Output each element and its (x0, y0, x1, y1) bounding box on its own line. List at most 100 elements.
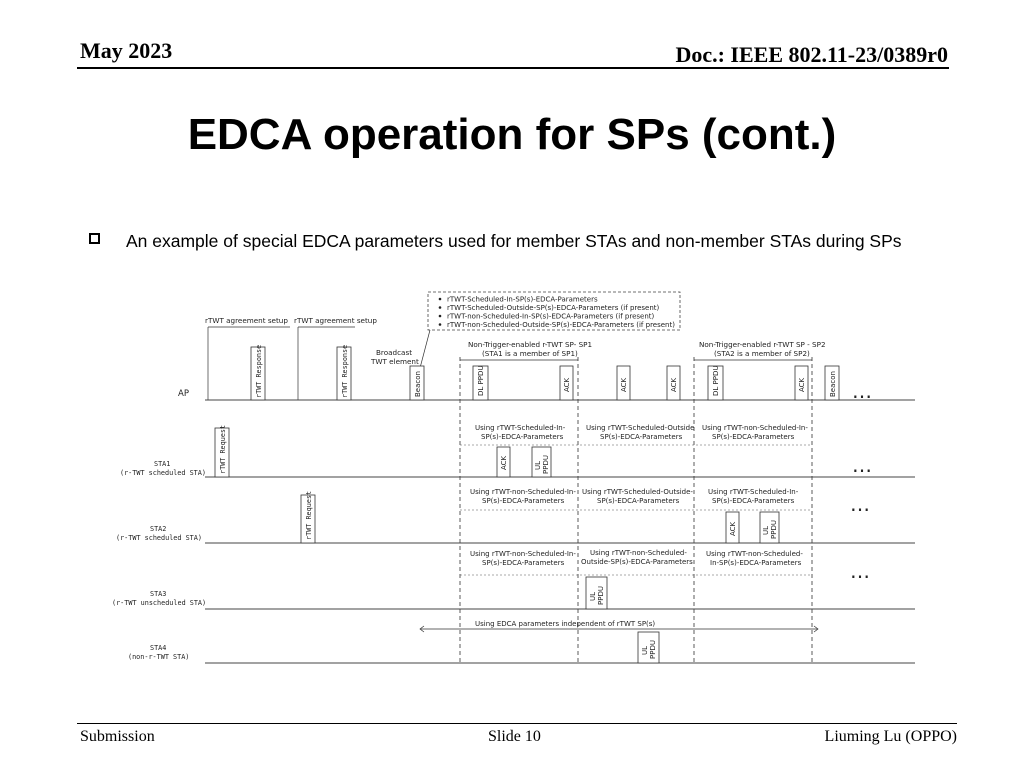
svg-text:ACK: ACK (620, 377, 628, 392)
sta1-param-b: Using rTWT-Scheduled-Outside (586, 424, 694, 432)
row-label-sta1: STA1 (154, 460, 170, 468)
legend-box (427, 291, 681, 331)
sp2-subtitle: (STA2 is a member of SP2) (714, 349, 810, 358)
svg-text:ACK: ACK (563, 377, 571, 392)
sta3-ul-ppdu: UL PPDU (585, 576, 608, 610)
ap-ack-4: ACK (794, 365, 809, 401)
legend-item: rTWT-non-Scheduled-Outside-SP(s)-EDCA-Pa… (447, 321, 675, 329)
sta4-ul-ppdu: UL PPDU (637, 631, 660, 664)
legend-item: rTWT-Scheduled-In-SP(s)-EDCA-Parameters (447, 296, 598, 304)
svg-text:UL: UL (534, 461, 542, 470)
ap-ack-2: ACK (616, 365, 631, 401)
sta4-param: Using EDCA parameters independent of rTW… (475, 620, 655, 628)
svg-text:DL PPDU: DL PPDU (477, 366, 485, 396)
svg-text:SP(s)-EDCA-Parameters: SP(s)-EDCA-Parameters (712, 497, 795, 505)
ap-rtwt-response-1: rTWT Response (250, 345, 266, 401)
svg-text:SP(s)-EDCA-Parameters: SP(s)-EDCA-Parameters (597, 497, 680, 505)
svg-text:UL: UL (641, 646, 649, 655)
legend-item: rTWT-non-Scheduled-In-SP(s)-EDCA-Paramet… (447, 313, 655, 321)
footer-slide-number: Slide 10 (488, 728, 541, 745)
svg-text:SP(s)-EDCA-Parameters: SP(s)-EDCA-Parameters (600, 433, 683, 441)
svg-text:SP(s)-EDCA-Parameters: SP(s)-EDCA-Parameters (482, 559, 565, 567)
legend-list: rTWT-Scheduled-In-SP(s)-EDCA-Parameters … (438, 296, 675, 329)
footer-divider (77, 723, 957, 724)
sta2-param-b: Using rTWT-Scheduled-Outside- (582, 488, 693, 496)
svg-text:SP(s)-EDCA-Parameters: SP(s)-EDCA-Parameters (482, 497, 565, 505)
sp1-title: Non-Trigger-enabled r-TWT SP- SP1 (468, 340, 592, 349)
ap-rtwt-response-2: rTWT Response (336, 345, 352, 401)
svg-text:PPDU: PPDU (597, 586, 605, 605)
sta3-param-b: Using rTWT-non-Scheduled- (590, 549, 687, 557)
sta3-ellipsis: … (850, 559, 870, 583)
broadcast-pointer (419, 329, 431, 369)
row-label-sta2: STA2 (150, 525, 166, 533)
svg-text:PPDU: PPDU (649, 640, 657, 659)
svg-text:Beacon: Beacon (414, 371, 422, 397)
sp-boundaries (459, 357, 813, 665)
broadcast-label-1: Broadcast (376, 348, 412, 357)
svg-text:rTWT Response: rTWT Response (341, 345, 349, 398)
sta1-ellipsis: … (852, 453, 872, 477)
sta2-ack: ACK (725, 511, 740, 544)
legend-item: rTWT-Scheduled-Outside-SP(s)-EDCA-Parame… (447, 304, 660, 312)
svg-text:SP(s)-EDCA-Parameters: SP(s)-EDCA-Parameters (712, 433, 795, 441)
row-label-sta3: STA3 (150, 590, 166, 598)
svg-text:rTWT Response: rTWT Response (255, 345, 263, 398)
ap-dl-ppdu-2: DL PPDU (707, 366, 724, 401)
sta1-param-c: Using rTWT-non-Scheduled-In- (702, 424, 808, 432)
svg-text:PPDU: PPDU (542, 455, 550, 474)
svg-text:rTWT Request: rTWT Request (219, 425, 227, 474)
setup-label-2: rTWT agreement setup (294, 316, 377, 325)
sta2-ul-ppdu: UL PPDU (759, 511, 780, 544)
sta3-param-a: Using rTWT-non-Scheduled-In- (470, 550, 576, 558)
header-divider (77, 67, 949, 69)
ap-beacon-1: Beacon (409, 365, 425, 401)
svg-text:UL: UL (589, 592, 597, 601)
svg-text:ACK: ACK (798, 377, 806, 392)
row-desc-sta2: (r-TWT scheduled STA) (116, 534, 202, 542)
sta4-span-arrow (419, 625, 819, 633)
ap-ack-3: ACK (666, 365, 681, 401)
sta2-param-c: Using rTWT-Scheduled-In- (708, 488, 799, 496)
row-label-sta4: STA4 (150, 644, 166, 652)
bullet-text: An example of special EDCA parameters us… (126, 231, 902, 251)
svg-text:UL: UL (762, 526, 770, 535)
bullet-square-icon (89, 233, 100, 244)
sta1-ack: ACK (496, 446, 511, 478)
sta3-param-c: Using rTWT-non-Scheduled- (706, 550, 803, 558)
row-desc-sta3: (r-TWT unscheduled STA) (112, 599, 206, 607)
sp1-subtitle: (STA1 is a member of SP1) (482, 349, 578, 358)
svg-text:Outside-SP(s)-EDCA-Parameters: Outside-SP(s)-EDCA-Parameters (581, 558, 693, 566)
sta1-param-a: Using rTWT-Scheduled-In- (475, 424, 566, 432)
footer-author: Liuming Lu (OPPO) (824, 728, 957, 745)
svg-text:ACK: ACK (670, 377, 678, 392)
svg-text:ACK: ACK (729, 521, 737, 536)
row-desc-sta1: (r-TWT scheduled STA) (120, 469, 206, 477)
broadcast-label-2: TWT element (370, 357, 419, 366)
sp2-title: Non-Trigger-enabled r-TWT SP - SP2 (699, 340, 826, 349)
ap-ellipsis: … (852, 379, 872, 403)
sta1-rtwt-request: rTWT Request (214, 425, 230, 478)
svg-text:rTWT Request: rTWT Request (305, 491, 313, 540)
footer-submission: Submission (80, 728, 155, 745)
sta2-ellipsis: … (850, 492, 870, 516)
svg-text:DL PPDU: DL PPDU (712, 366, 720, 396)
slide-title: EDCA operation for SPs (cont.) (187, 110, 837, 159)
svg-text:ACK: ACK (500, 455, 508, 470)
svg-text:Beacon: Beacon (829, 371, 837, 397)
row-label-ap: AP (178, 389, 189, 399)
sta1-ul-ppdu: UL PPDU (531, 446, 552, 478)
ap-dl-ppdu-1: DL PPDU (472, 366, 489, 401)
ap-ack-1: ACK (559, 365, 574, 401)
header-doc-id: Doc.: IEEE 802.11-23/0389r0 (675, 42, 948, 67)
setup-label-1: rTWT agreement setup (205, 316, 288, 325)
row-desc-sta4: (non-r-TWT STA) (128, 653, 189, 661)
sta2-rtwt-request: rTWT Request (300, 491, 316, 544)
header-date: May 2023 (80, 38, 173, 63)
svg-text:SP(s)-EDCA-Parameters: SP(s)-EDCA-Parameters (481, 433, 564, 441)
ap-beacon-2: Beacon (824, 365, 840, 401)
svg-text:In-SP(s)-EDCA-Parameters: In-SP(s)-EDCA-Parameters (710, 559, 802, 567)
sta2-param-a: Using rTWT-non-Scheduled-In- (470, 488, 576, 496)
svg-text:PPDU: PPDU (770, 520, 778, 539)
